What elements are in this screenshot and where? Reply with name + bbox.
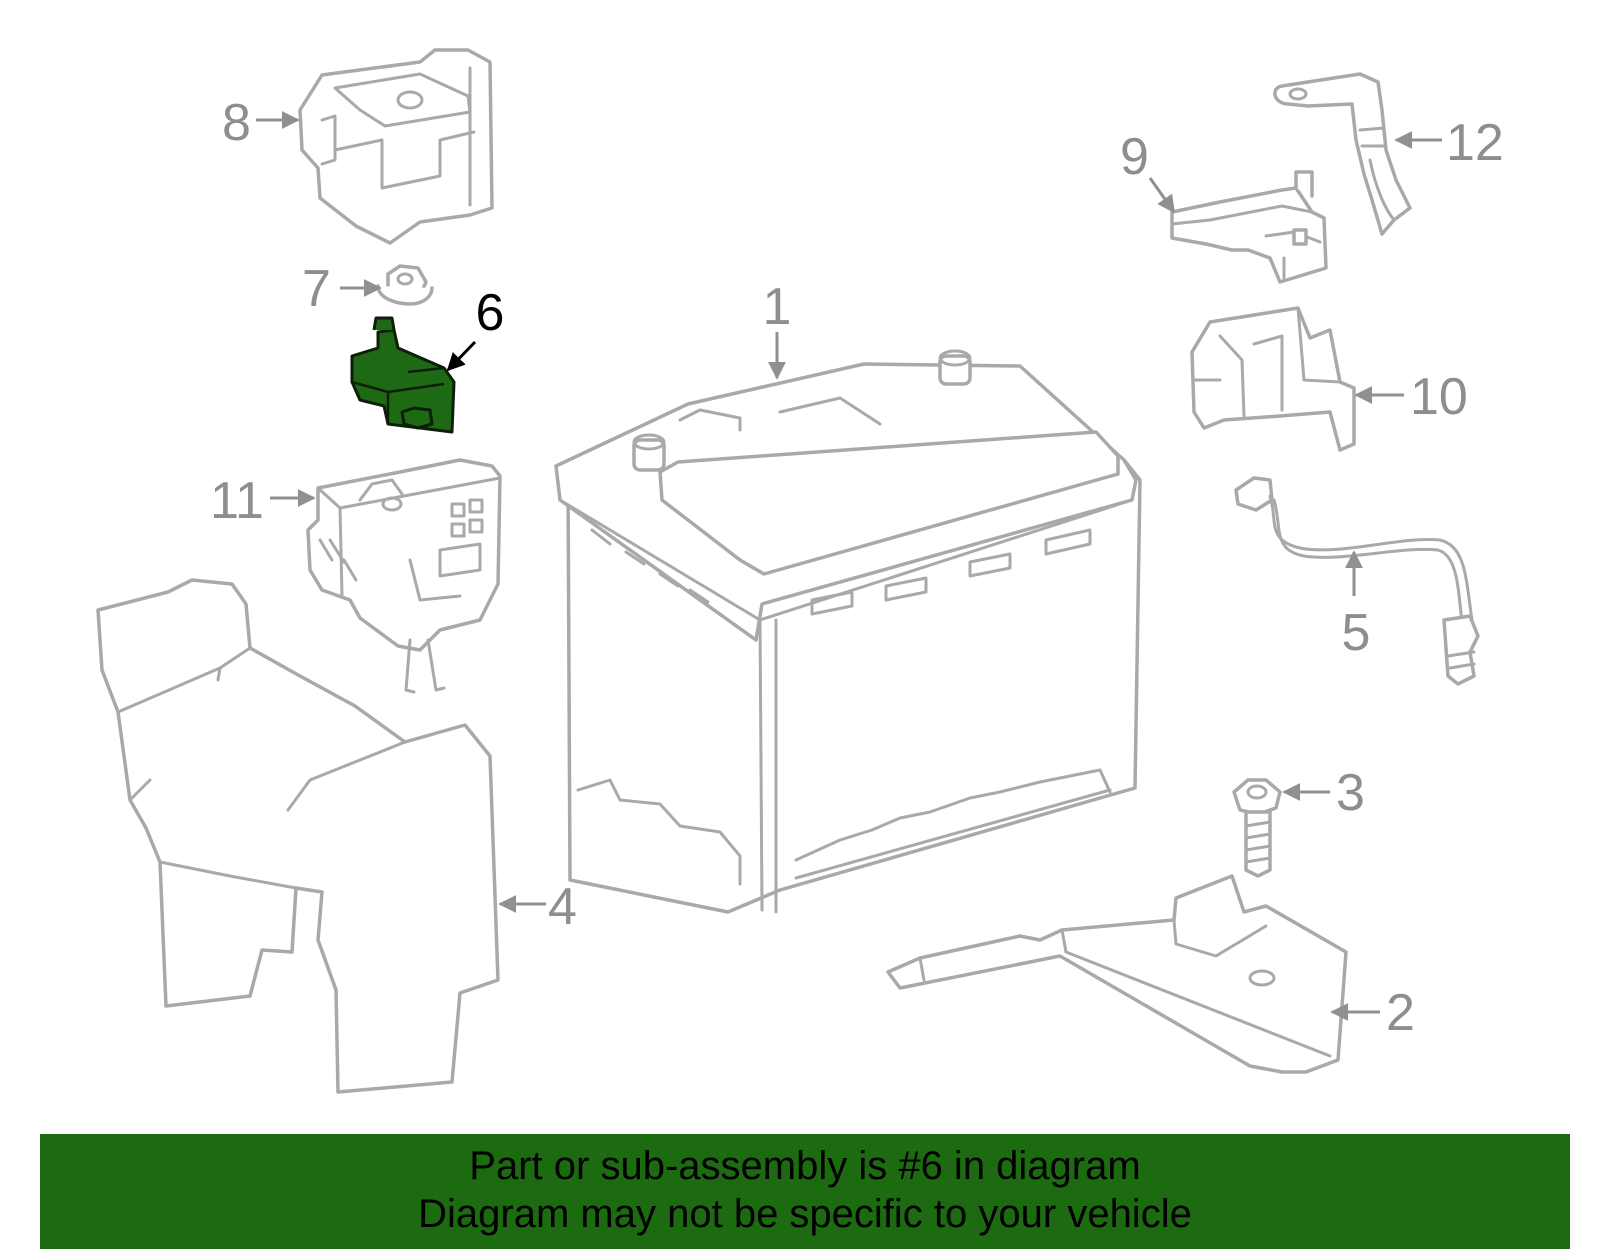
part-1-battery[interactable] [554,349,1142,914]
part-5-cable[interactable] [1234,476,1480,686]
callout-9: 9 [1120,128,1149,186]
part-7-nut[interactable] [376,264,434,306]
callout-10: 10 [1410,368,1468,426]
callout-8: 8 [222,94,251,152]
callout-3: 3 [1336,764,1365,822]
part-3-bolt[interactable] [1232,778,1282,878]
banner-line-2: Diagram may not be specific to your vehi… [418,1192,1192,1236]
callout-6: 6 [476,284,505,342]
callout-7: 7 [302,260,331,318]
banner-line-1: Part or sub-assembly is #6 in diagram [469,1144,1141,1188]
part-12-terminal[interactable] [1273,72,1412,236]
info-banner: Part or sub-assembly is #6 in diagram Di… [40,1134,1570,1249]
callout-12: 12 [1446,114,1504,172]
callout-5: 5 [1342,604,1371,662]
callout-2: 2 [1386,984,1415,1042]
part-8-cover[interactable] [298,48,494,245]
part-9-sensor[interactable] [1170,170,1328,284]
part-6-sensor-highlighted[interactable] [350,316,456,434]
callout-1: 1 [763,278,792,336]
part-4-insulator[interactable] [96,578,500,1094]
part-2-tray[interactable] [886,874,1348,1074]
part-11-fuse-block[interactable] [306,458,502,694]
leader-lines [256,111,1442,1021]
callout-11: 11 [210,472,264,530]
callout-4: 4 [548,878,577,936]
part-10-bracket[interactable] [1190,306,1356,452]
